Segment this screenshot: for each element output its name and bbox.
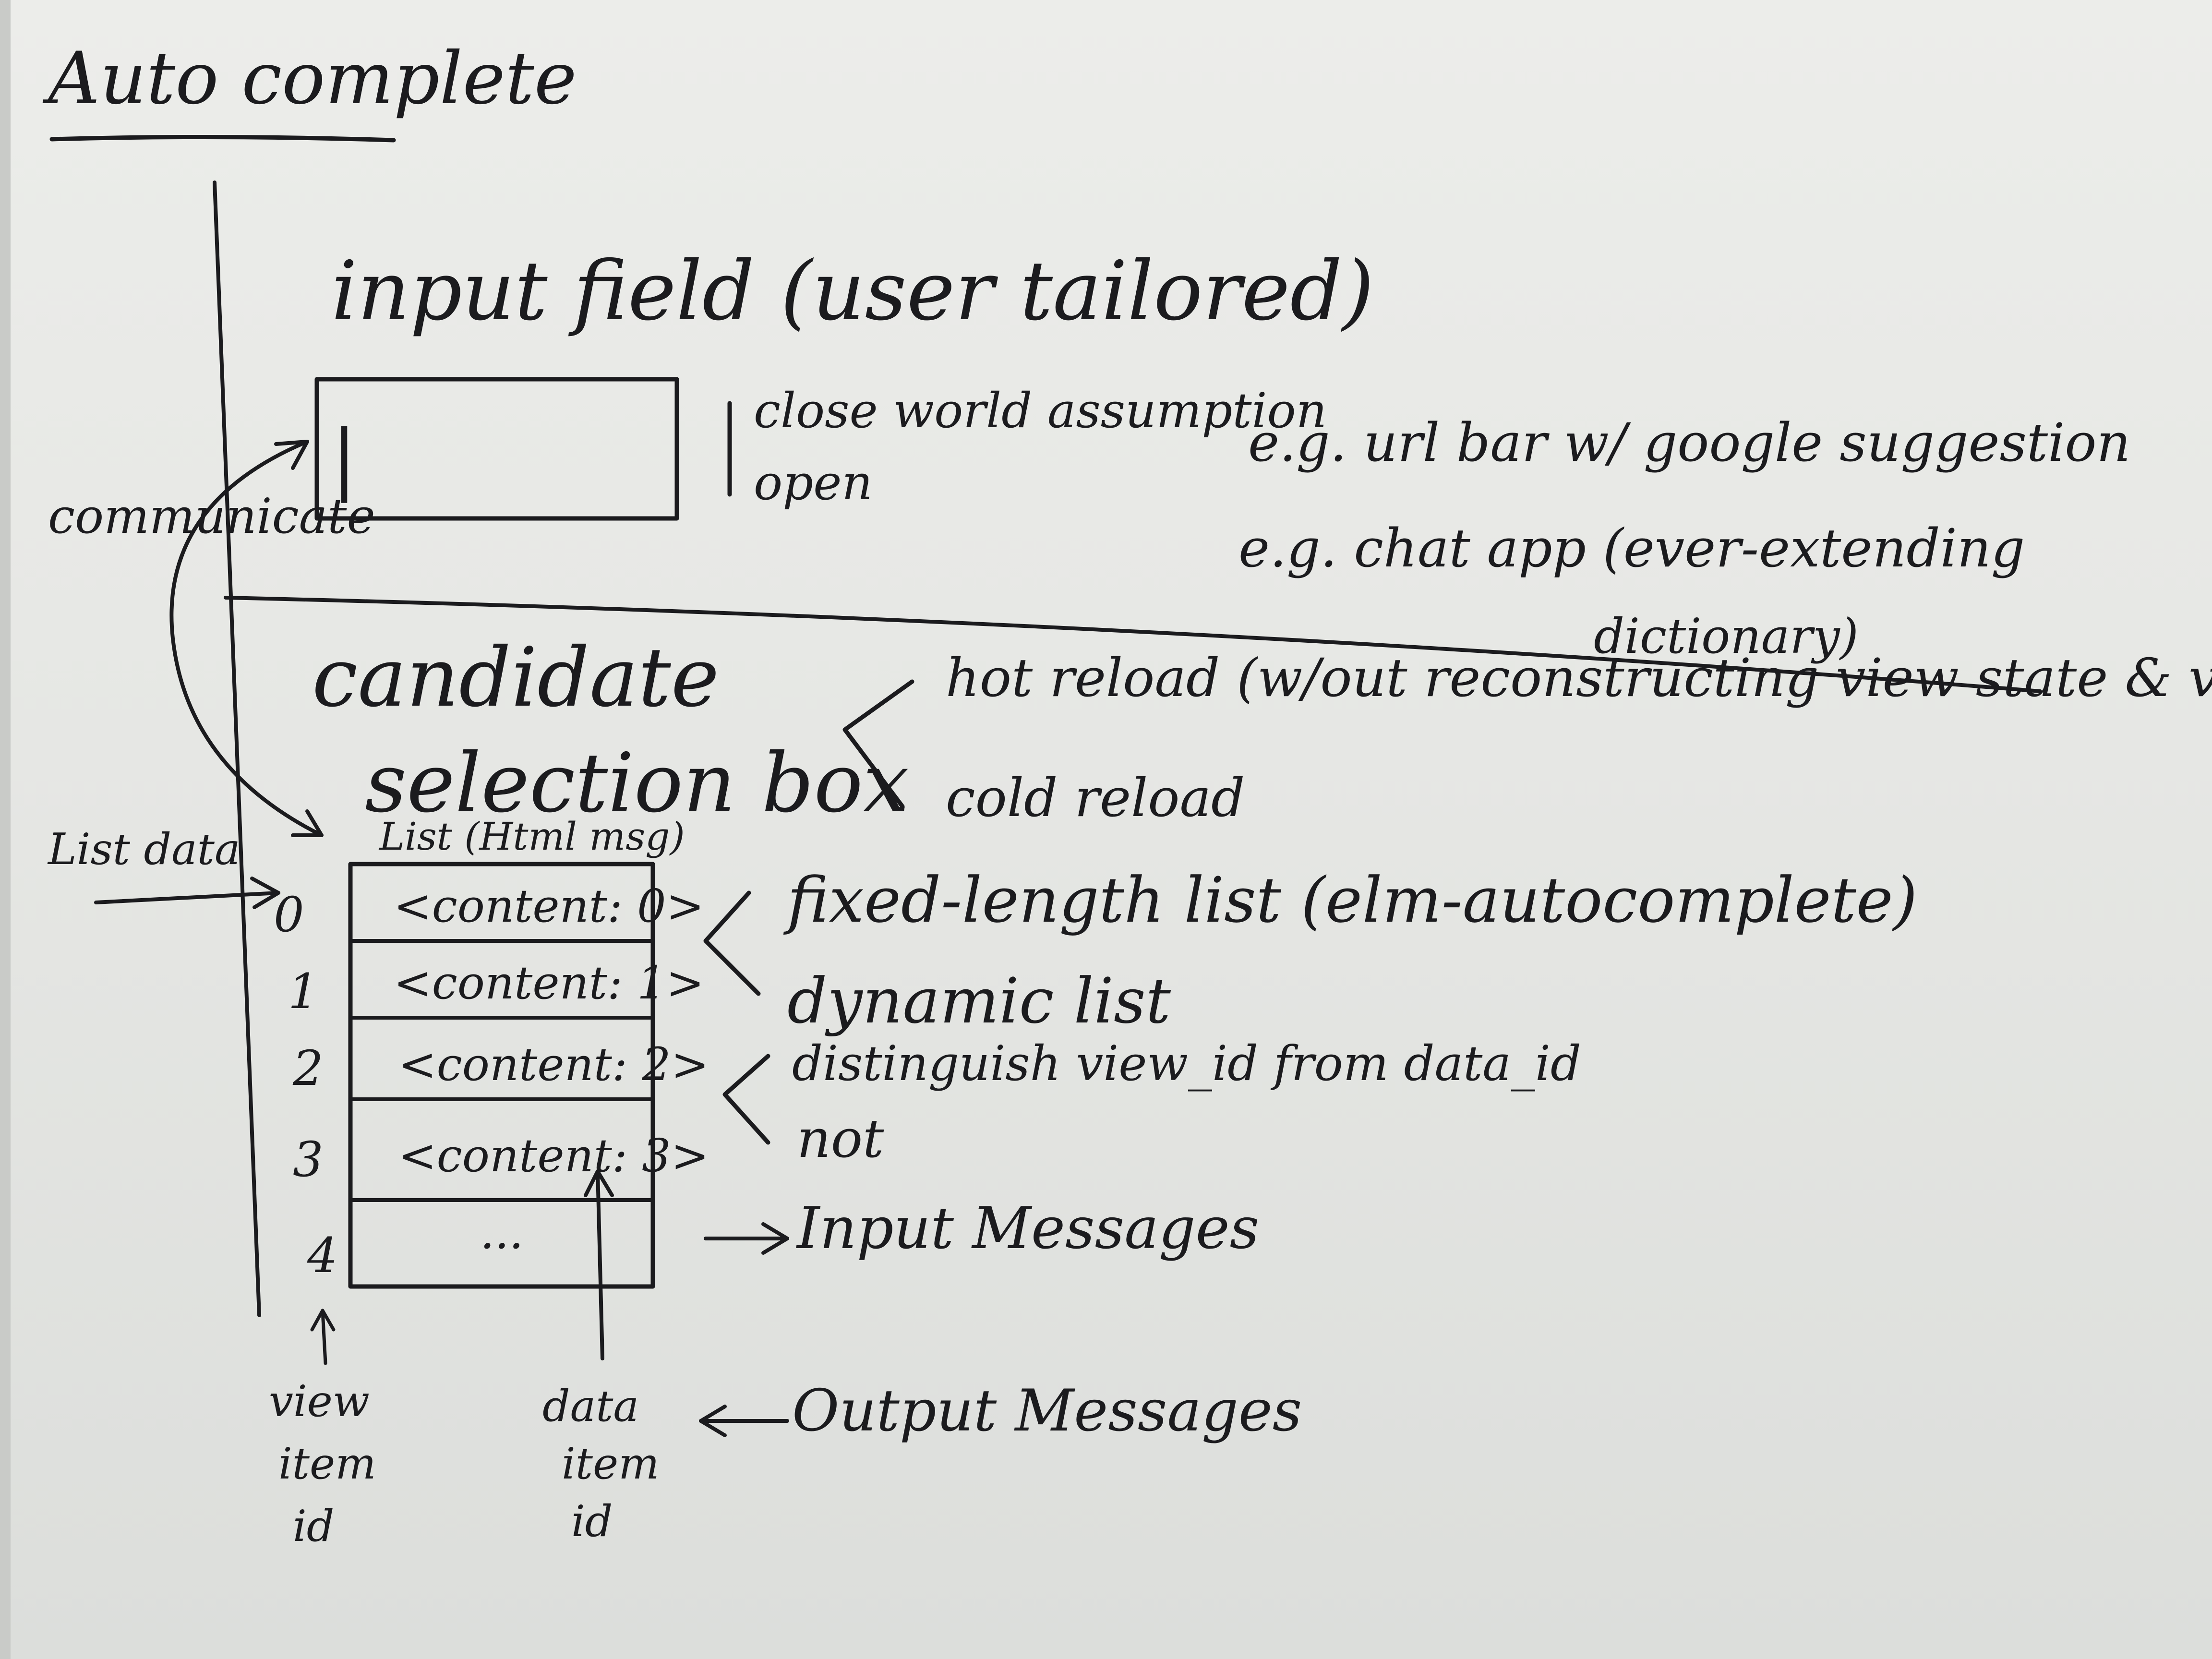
view-item-id-arrowhead <box>310 1309 336 1332</box>
list-item-content: <content: 3> <box>398 1130 709 1182</box>
view-item-index: 0 <box>274 887 304 943</box>
assumption-open: open <box>754 455 873 511</box>
view-item-index: 2 <box>292 1040 324 1096</box>
view-item-index: 1 <box>288 963 319 1020</box>
list-kind-bracket <box>703 890 761 996</box>
board-title: Auto complete <box>42 37 577 120</box>
input-field-sketch <box>314 377 679 521</box>
candidate-list: 0 <content: 0> 1 <content: 1> 2 <content… <box>274 862 709 1289</box>
data-item-id-label: data <box>542 1381 639 1431</box>
distinguish-label: distinguish view_id from data_id <box>792 1035 1581 1092</box>
list-data-arrow <box>94 891 280 904</box>
hot-reload-label: hot reload (w/out reconstructing view st… <box>946 647 2212 709</box>
list-item-content: <content: 0> <box>394 880 704 933</box>
horizontal-divider <box>224 596 2042 693</box>
example-open-line2: dictionary) <box>1594 608 1859 664</box>
list-data-label: List data <box>47 824 240 875</box>
board-frame <box>0 0 11 1659</box>
not-label: not <box>797 1108 884 1169</box>
output-messages-label: Output Messages <box>792 1378 1302 1444</box>
cold-reload-label: cold reload <box>946 767 1245 829</box>
communicate-arrow <box>169 440 324 837</box>
communicate-arrowhead-bottom <box>291 809 324 837</box>
view-item-id-arrow <box>321 1309 327 1365</box>
candidate-heading-line2: selection box <box>365 736 909 831</box>
data-item-id-arrow <box>596 1169 604 1360</box>
candidate-heading-line1: candidate <box>312 630 719 725</box>
view-item-id-label: item <box>278 1439 376 1489</box>
list-type-label: List (Html msg) <box>378 814 685 859</box>
list-item-content: <content: 1> <box>394 957 704 1010</box>
output-messages-arrowhead <box>699 1405 727 1437</box>
input-field-heading: input field (user tailored) <box>331 244 1374 339</box>
data-item-id-arrowhead <box>584 1169 614 1197</box>
example-closed: e.g. url bar w/ google suggestion <box>1248 412 2130 473</box>
title-underline <box>49 134 396 143</box>
distinguish-bracket <box>722 1054 770 1145</box>
vertical-divider <box>213 180 261 1317</box>
data-item-id-label: item <box>562 1439 660 1489</box>
input-caret: | <box>331 413 357 503</box>
list-data-arrowhead <box>250 877 280 909</box>
fixed-list-label: fixed-length list (elm-autocomplete) <box>783 864 1917 937</box>
data-item-id-label: id <box>571 1496 613 1547</box>
view-item-id-label: id <box>293 1501 334 1551</box>
example-open-line1: e.g. chat app (ever-extending <box>1238 517 2025 579</box>
dynamic-list-label: dynamic list <box>787 964 1171 1037</box>
candidate-list-frame <box>348 862 655 1289</box>
reload-bracket <box>842 679 914 809</box>
assumption-closed: close world assumption <box>754 383 1327 439</box>
communicate-label: communicate <box>48 488 375 544</box>
input-messages-arrowhead <box>761 1222 789 1255</box>
input-messages-label: Input Messages <box>796 1195 1259 1262</box>
communicate-arrowhead-top <box>274 440 309 470</box>
list-item-content: ... <box>480 1206 524 1259</box>
view-item-id-label: view <box>269 1376 370 1427</box>
view-item-index: 4 <box>307 1227 338 1284</box>
list-item-content: <content: 2> <box>398 1038 709 1091</box>
view-item-index: 3 <box>293 1131 324 1188</box>
